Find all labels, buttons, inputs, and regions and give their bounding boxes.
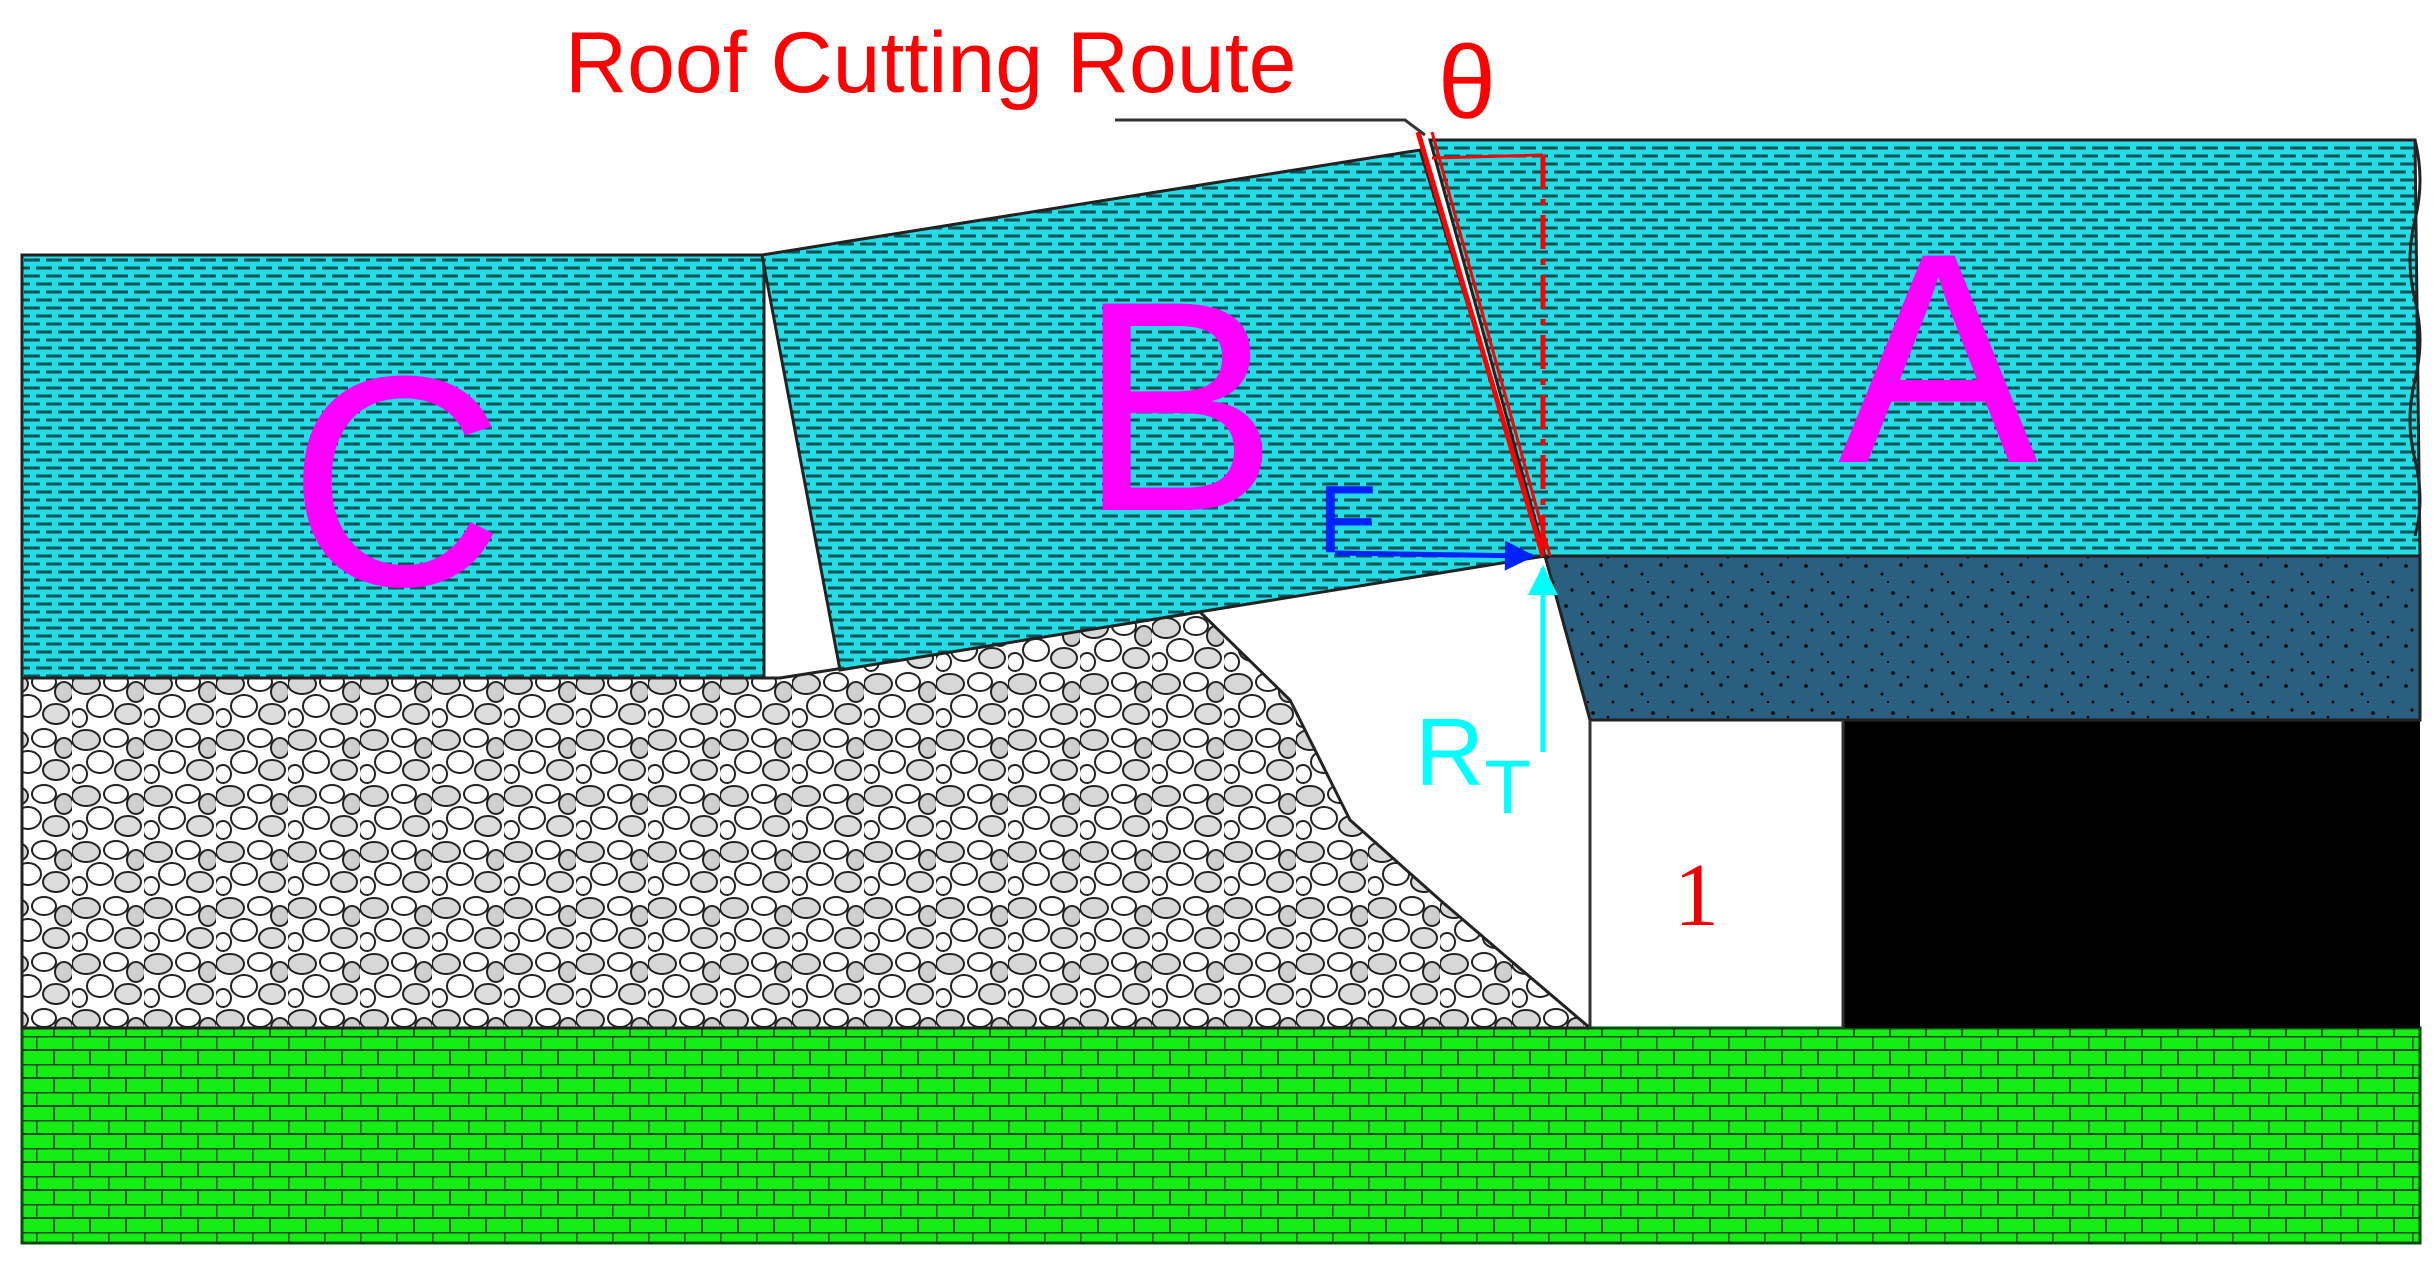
angle-bracket	[1431, 153, 1544, 160]
block-c-label: C	[288, 313, 505, 649]
block-a	[1428, 138, 2422, 558]
roof-cutting-line-inner	[1430, 131, 1552, 557]
roof-cutting-line	[1415, 131, 1546, 557]
reaction-label: RT	[1415, 699, 1531, 830]
block-b-label: B	[1078, 238, 1278, 574]
immediate-roof	[1543, 554, 2422, 722]
reaction-main: R	[1415, 699, 1484, 806]
right-break-line	[2408, 139, 2422, 537]
support-number: 1	[1674, 846, 1719, 945]
block-a-label: A	[1838, 190, 2040, 526]
floor-stratum	[20, 1026, 2422, 1245]
coal-seam	[1843, 720, 2420, 1028]
theta-label: θ	[1438, 25, 1496, 141]
block-c	[20, 253, 766, 680]
force-arrow	[1334, 540, 1535, 571]
force-label: F	[1318, 466, 1377, 573]
route-label: Roof Cutting Route	[565, 15, 1296, 111]
reaction-subscript: T	[1484, 745, 1530, 830]
route-leader-line	[1115, 118, 1426, 137]
